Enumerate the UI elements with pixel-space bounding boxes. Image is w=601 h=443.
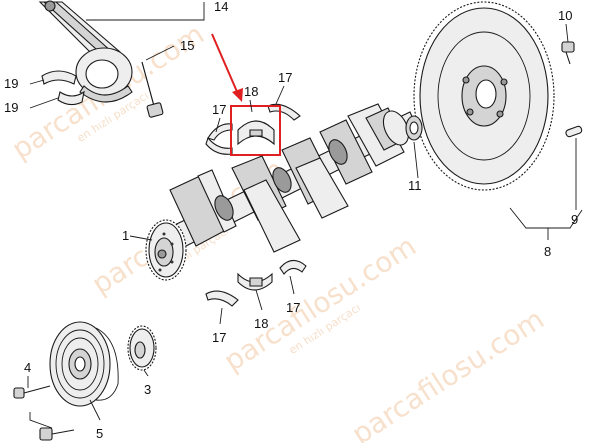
callout-17-upper-left: 17 bbox=[212, 102, 226, 117]
highlight-arrow bbox=[211, 33, 243, 102]
callout-18-upper: 18 bbox=[244, 84, 258, 99]
crank-pulley bbox=[49, 321, 119, 407]
callout-3: 3 bbox=[144, 382, 151, 397]
crank-sprocket bbox=[127, 325, 157, 371]
main-bearing-shell-highlighted bbox=[230, 105, 281, 156]
callout-17-lower-right: 17 bbox=[286, 300, 300, 315]
pilot-bearing bbox=[405, 115, 423, 141]
flywheel-bolt bbox=[561, 41, 575, 65]
callout-8: 8 bbox=[544, 244, 551, 259]
dowel-pin bbox=[565, 125, 583, 138]
callout-18-lower: 18 bbox=[254, 316, 268, 331]
callout-5: 5 bbox=[96, 426, 103, 441]
callout-11: 10 bbox=[558, 8, 572, 23]
callout-19-upper: 19 bbox=[4, 76, 18, 91]
callout-17-lower-left: 17 bbox=[212, 330, 226, 345]
connecting-rod bbox=[38, 0, 133, 103]
thrust-washer-upper-right bbox=[267, 103, 301, 121]
conrod-bolt bbox=[141, 61, 164, 118]
crankshaft bbox=[159, 103, 419, 255]
watermark-text: parcafilosu.com bbox=[346, 302, 550, 443]
thrust-washer-upper-left bbox=[205, 123, 233, 155]
center-bolt bbox=[39, 427, 75, 441]
pulley-bolt bbox=[13, 385, 51, 399]
thrust-washer-lower-right bbox=[279, 259, 307, 275]
callout-10: 11 bbox=[408, 178, 422, 193]
thrust-washer-lower-left bbox=[205, 290, 239, 307]
callout-4: 4 bbox=[24, 360, 31, 375]
watermark-text: parcafilosu.com bbox=[218, 229, 422, 378]
watermark-4: parcafilosu.com bbox=[346, 302, 550, 443]
callout-17-upper-right: 17 bbox=[278, 70, 292, 85]
rod-bearing-shells bbox=[41, 70, 85, 106]
callout-19-lower: 19 bbox=[4, 100, 18, 115]
callout-labels: 14 15 19 19 17 18 17 1 11 10 9 8 17 18 1… bbox=[4, 0, 578, 441]
flywheel bbox=[413, 1, 555, 191]
highlight-box bbox=[230, 105, 281, 156]
callout-14: 14 bbox=[214, 0, 228, 14]
callout-9: 9 bbox=[571, 212, 578, 227]
watermark-3: parcafilosu.com en hızlı parçacı bbox=[218, 229, 422, 378]
crank-timing-gear bbox=[145, 219, 187, 281]
callout-15: 15 bbox=[180, 38, 194, 53]
main-bearing-shell-lower bbox=[237, 272, 273, 291]
leader-lines bbox=[27, 2, 583, 429]
callout-1: 1 bbox=[122, 228, 129, 243]
